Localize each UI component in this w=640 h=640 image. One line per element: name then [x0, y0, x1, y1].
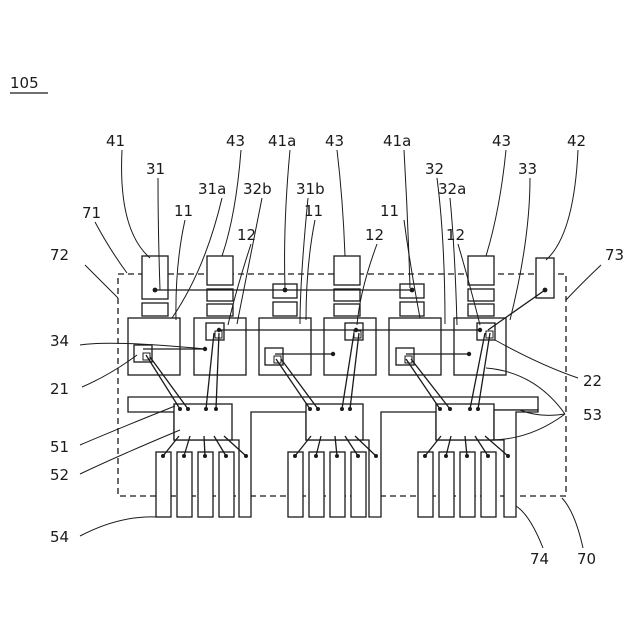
- label-11-3: 11: [380, 202, 399, 220]
- label-72: 72: [50, 246, 69, 264]
- label-31b: 31b: [296, 180, 325, 198]
- figure-ref: 105: [10, 74, 39, 92]
- label-34: 34: [50, 332, 69, 350]
- label-41a-1: 41a: [268, 132, 296, 150]
- top-terminals: [142, 256, 554, 316]
- label-74: 74: [530, 550, 549, 568]
- label-33: 33: [518, 160, 537, 178]
- label-31: 31: [146, 160, 165, 178]
- label-32: 32: [425, 160, 444, 178]
- label-71: 71: [82, 204, 101, 222]
- die-pads: [128, 318, 506, 375]
- output-leads: [156, 452, 496, 517]
- label-52: 52: [50, 466, 69, 484]
- label-32a: 32a: [438, 180, 466, 198]
- label-12-3: 12: [446, 226, 465, 244]
- label-21: 21: [50, 380, 69, 398]
- label-53: 53: [583, 406, 602, 424]
- label-11-2: 11: [304, 202, 323, 220]
- label-32b: 32b: [243, 180, 272, 198]
- label-11-1: 11: [174, 202, 193, 220]
- label-51: 51: [50, 438, 69, 456]
- label-43-2: 43: [325, 132, 344, 150]
- label-54: 54: [50, 528, 69, 546]
- label-73: 73: [605, 246, 624, 264]
- label-43-3: 43: [492, 132, 511, 150]
- label-12-1: 12: [237, 226, 256, 244]
- label-70: 70: [577, 550, 596, 568]
- label-41a-2: 41a: [383, 132, 411, 150]
- label-41: 41: [106, 132, 125, 150]
- label-12-2: 12: [365, 226, 384, 244]
- label-43-1: 43: [226, 132, 245, 150]
- label-22: 22: [583, 372, 602, 390]
- label-31a: 31a: [198, 180, 226, 198]
- label-42: 42: [567, 132, 586, 150]
